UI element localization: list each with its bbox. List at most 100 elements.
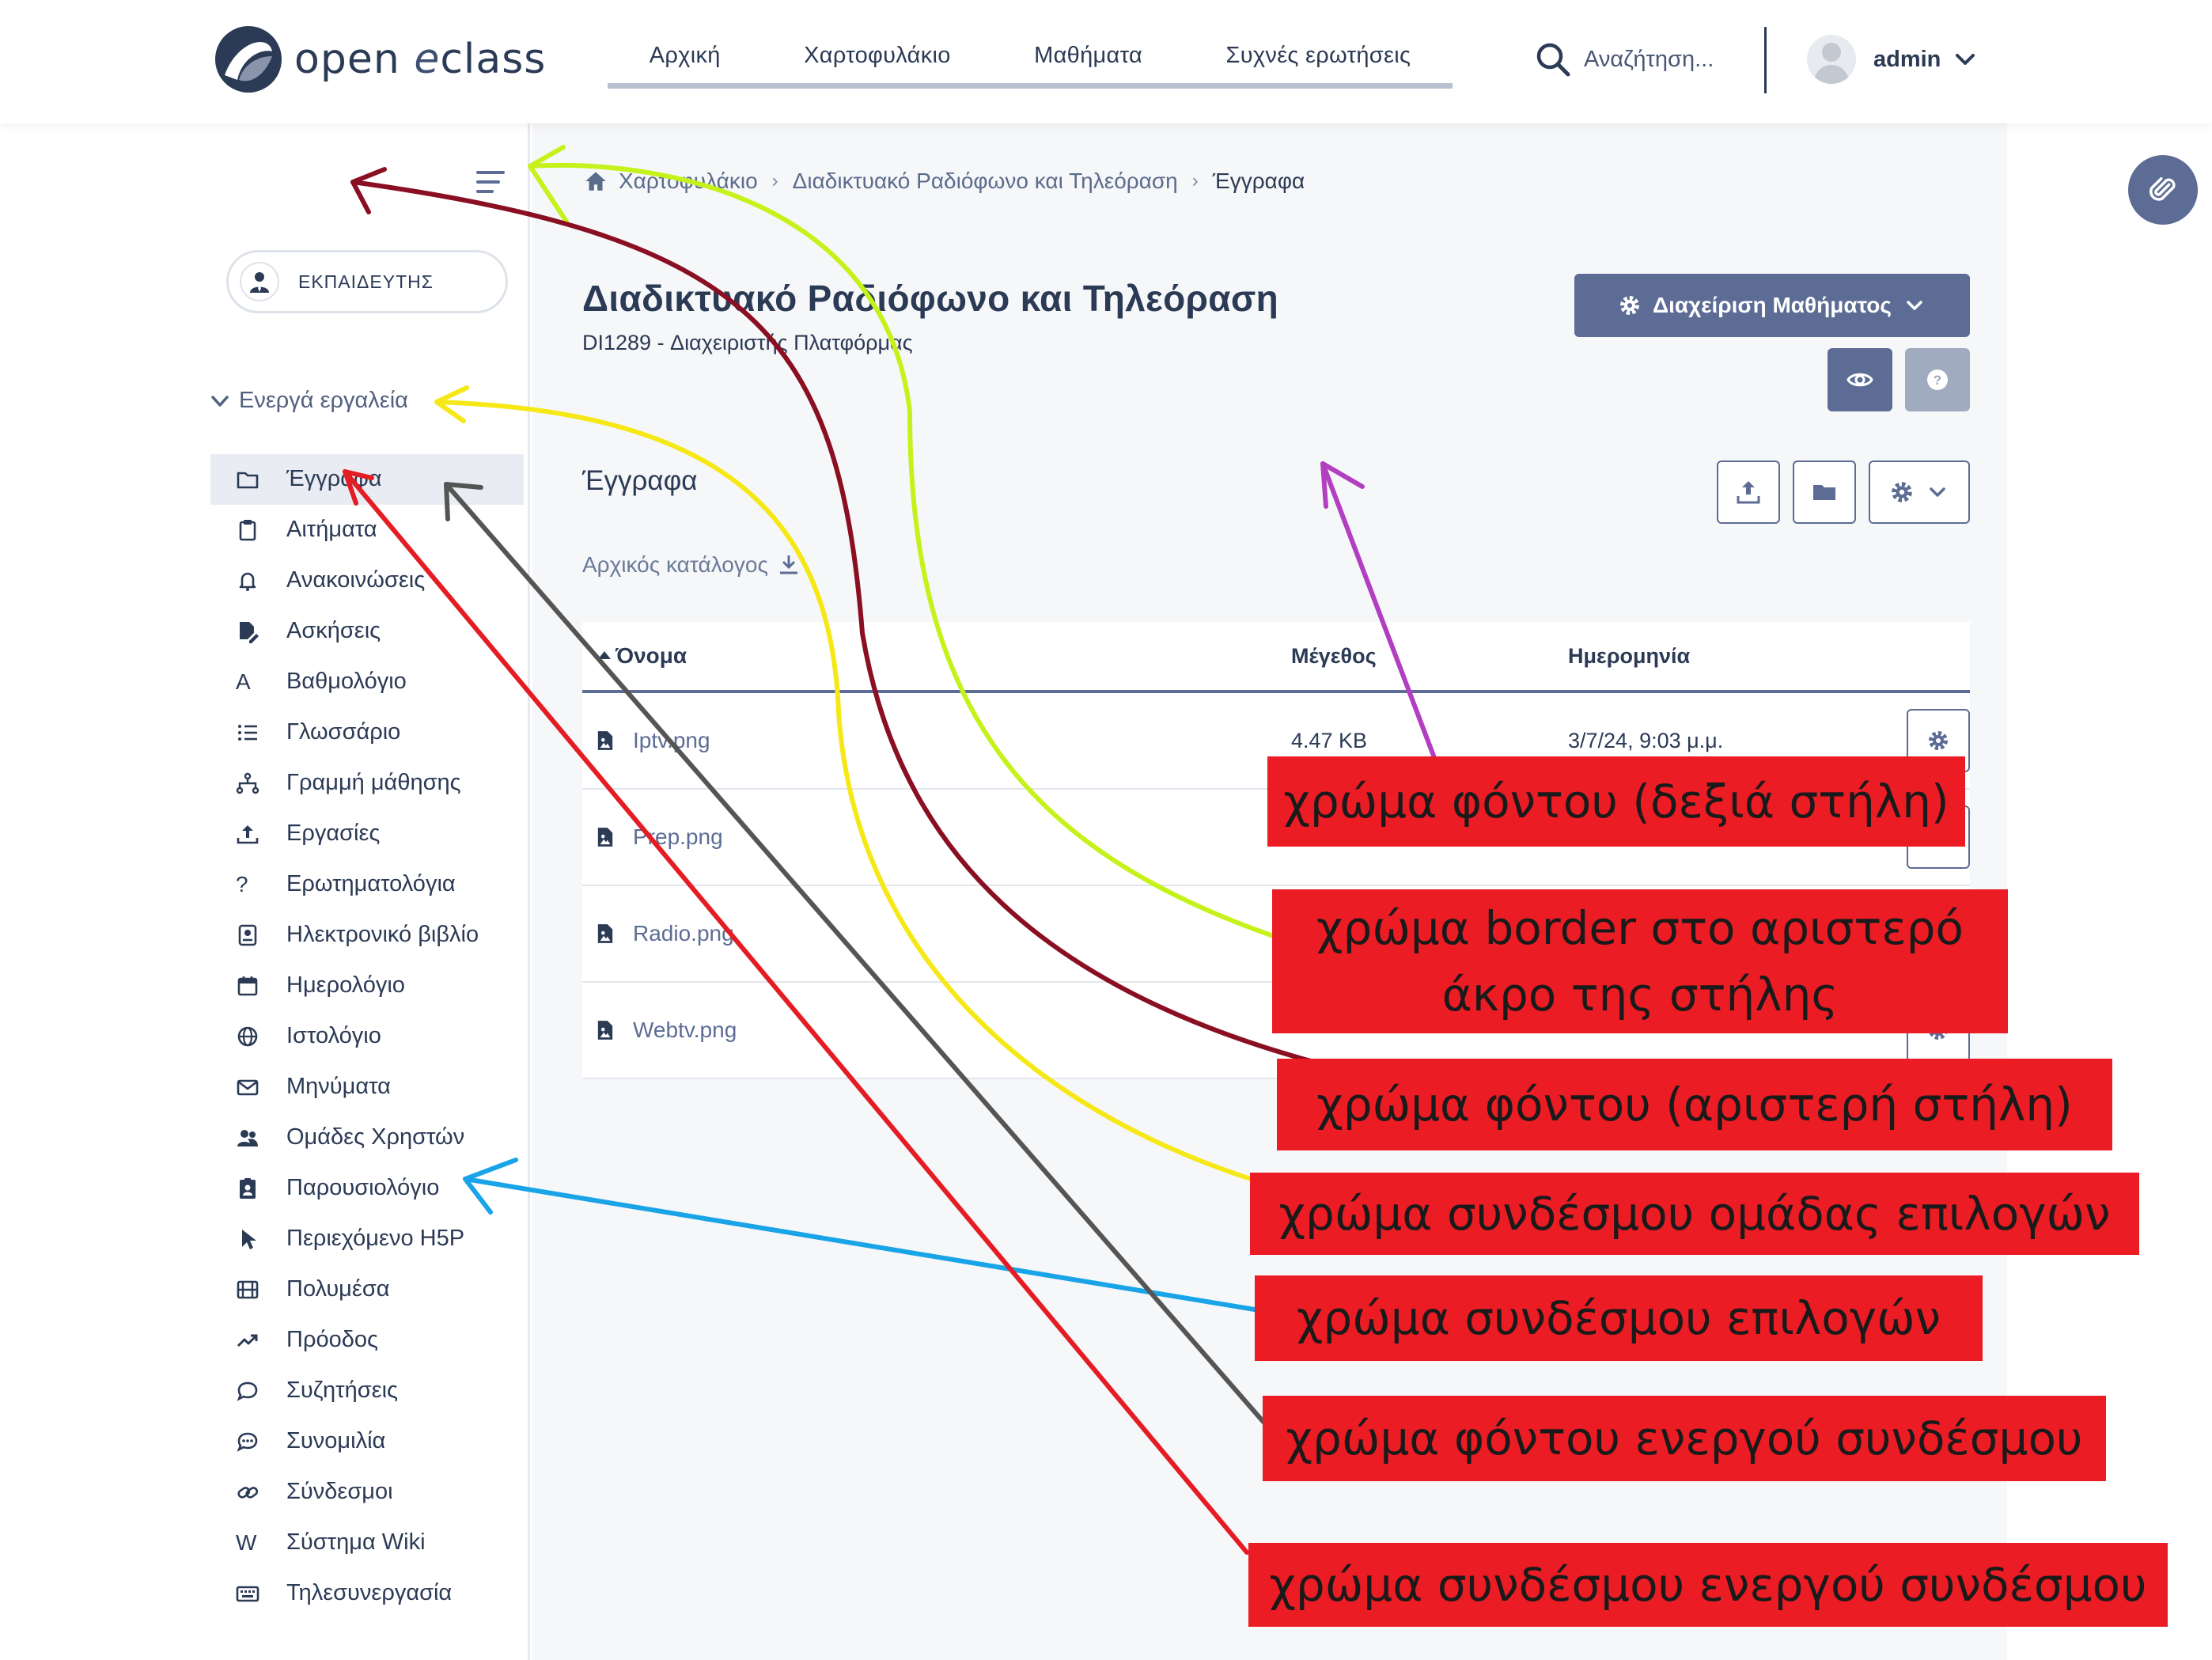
sidebar-item-multimedia[interactable]: Πολυμέσα [210,1264,524,1315]
sidebar-item-wiki[interactable]: W Σύστημα Wiki [210,1518,524,1568]
column-name[interactable]: Όνομα [582,643,1291,669]
upload-button[interactable] [1717,460,1780,524]
help-button[interactable]: ? [1905,348,1970,411]
nav-faq[interactable]: Συχνές ερωτήσεις [1225,43,1411,68]
search-box[interactable]: Αναζήτηση... [1535,41,1714,78]
comment-icon [236,1376,263,1405]
sidebar-item-label: Σύστημα Wiki [286,1529,426,1555]
nav-home[interactable]: Αρχική [649,43,721,68]
envelope-icon [236,1072,263,1101]
folder-icon [236,464,263,494]
home-icon[interactable] [582,168,609,195]
sidebar-item-label: Συζητήσεις [286,1378,399,1403]
new-folder-button[interactable] [1793,460,1856,524]
sidebar-item-assignments[interactable]: Εργασίες [210,809,524,859]
annotation-border-left: χρώμα border στο αριστερό άκρο της στήλη… [1272,889,2008,1033]
sidebar-item-teleconference[interactable]: Τηλεσυνεργασία [210,1568,524,1619]
paperclip-button[interactable] [2128,155,2198,225]
sidebar-item-announcements[interactable]: Ανακοινώσεις [210,555,524,606]
sidebar-item-user-groups[interactable]: Ομάδες Χρηστών [210,1112,524,1163]
chevron-down-icon [1930,487,1945,497]
active-tools-toggle[interactable]: Ενεργά εργαλεία [209,388,408,414]
sidebar-item-attendance[interactable]: Παρουσιολόγιο [210,1163,524,1214]
sidebar-item-h5p[interactable]: Περιεχόμενο H5P [210,1214,524,1264]
chat-dots-icon [236,1427,263,1456]
sidebar-item-label: Συνομιλία [286,1428,386,1453]
settings-dropdown-button[interactable] [1869,460,1970,524]
nav-portfolio[interactable]: Χαρτοφυλάκιο [804,43,951,68]
sidebar-item-blog[interactable]: Ιστολόγιο [210,1011,524,1062]
column-size[interactable]: Μέγεθος [1291,643,1377,668]
calendar-icon [236,971,263,1000]
navbar-divider [1764,27,1767,93]
download-icon[interactable] [776,552,801,578]
breadcrumb-course[interactable]: Διαδικτυακό Ραδιόφωνο και Τηλεόραση [792,169,1178,193]
user-name: admin [1873,46,1941,72]
visibility-button[interactable] [1828,348,1892,411]
sidebar-item-gradebook[interactable]: A Βαθμολόγιο [210,657,524,707]
sidebar-item-progress[interactable]: Πρόοδος [210,1315,524,1366]
sidebar-item-exercises[interactable]: Ασκήσεις [210,606,524,657]
gear-icon [1892,482,1912,502]
top-navbar: open eclass Αρχική Χαρτοφυλάκιο Μαθήματα… [0,0,2212,123]
search-icon [1536,43,1570,77]
breadcrumb-portfolio[interactable]: Χαρτοφυλάκιο [619,169,758,193]
annotation-menu-link: χρώμα συνδέσμου επιλογών [1255,1275,1983,1361]
sidebar-item-label: Ανακοινώσεις [286,567,426,593]
root-directory-link[interactable]: Αρχικός κατάλογος [582,552,801,578]
sidebar-item-links[interactable]: Σύνδεσμοι [210,1467,524,1518]
sort-up-icon [598,651,611,659]
sidebar-item-label: Τηλεσυνεργασία [286,1580,453,1605]
role-label: ΕΚΠΑΙΔΕΥΤΗΣ [298,271,434,292]
annotation-active-bg: χρώμα φόντου ενεργού συνδέσμου [1263,1396,2106,1481]
trend-icon [236,1325,263,1355]
file-edit-icon [236,616,263,646]
gear-icon [1929,731,1948,750]
letter-w-icon: W [236,1530,257,1555]
svg-text:?: ? [1934,373,1941,388]
sidebar-item-glossary[interactable]: Γλωσσάριο [210,707,524,758]
logo-text: open eclass [294,36,547,83]
sidebar-item-ebook[interactable]: Ηλεκτρονικό βιβλίο [210,910,524,961]
openeclass-logo[interactable]: open eclass [214,24,546,95]
sidebar-item-calendar[interactable]: Ημερολόγιο [210,961,524,1011]
file-image-icon [597,828,613,847]
sidebar-item-learning-path[interactable]: Γραμμή μάθησης [210,758,524,809]
sidebar-item-documents[interactable]: Έγγραφα [210,454,524,505]
file-name-link[interactable]: Prep.png [633,824,723,849]
sidebar-item-messages[interactable]: Μηνύματα [210,1062,524,1112]
keyboard-icon [236,1579,263,1608]
file-date: 3/7/24, 9:03 μ.μ. [1568,728,1724,752]
gear-icon [1620,296,1640,315]
column-date[interactable]: Ημερομηνία [1568,643,1691,668]
sidebar-item-chat[interactable]: Συνομιλία [210,1416,524,1467]
book-icon [236,920,263,949]
file-image-icon [597,731,613,750]
breadcrumb-separator: › [771,170,778,191]
paperclip-icon [2149,176,2176,201]
question-icon: ? [236,872,248,896]
search-placeholder: Αναζήτηση... [1584,46,1714,72]
file-name-link[interactable]: Webtv.png [633,1018,737,1042]
sidebar-item-label: Σύνδεσμοι [286,1479,393,1504]
logo-mark-icon [215,26,282,93]
sidebar-item-label: Ημερολόγιο [286,972,405,998]
nav-courses[interactable]: Μαθήματα [1034,43,1143,68]
sidebar-item-requests[interactable]: Αιτήματα [210,505,524,555]
chevron-down-icon [211,395,229,407]
file-size: 4.47 KB [1291,728,1368,752]
role-badge[interactable]: ΕΚΠΑΙΔΕΥΤΗΣ [226,250,508,313]
file-name-link[interactable]: Radio.png [633,921,734,946]
globe-icon [236,1021,263,1051]
sidebar-item-label: Ασκήσεις [286,618,381,643]
course-management-button[interactable]: Διαχείριση Μαθήματος [1574,274,1970,337]
user-tie-icon [240,262,279,301]
users-icon [236,1123,263,1152]
sidebar-item-forum[interactable]: Συζητήσεις [210,1366,524,1416]
sidebar-collapse-icon[interactable] [475,168,506,196]
sidebar-item-questionnaires[interactable]: ? Ερωτηματολόγια [210,859,524,910]
sidebar-item-label: Έγγραφα [286,466,382,491]
avatar [1807,35,1856,84]
user-menu[interactable]: admin [1807,35,1979,84]
file-name-link[interactable]: Iptv.png [633,728,710,752]
